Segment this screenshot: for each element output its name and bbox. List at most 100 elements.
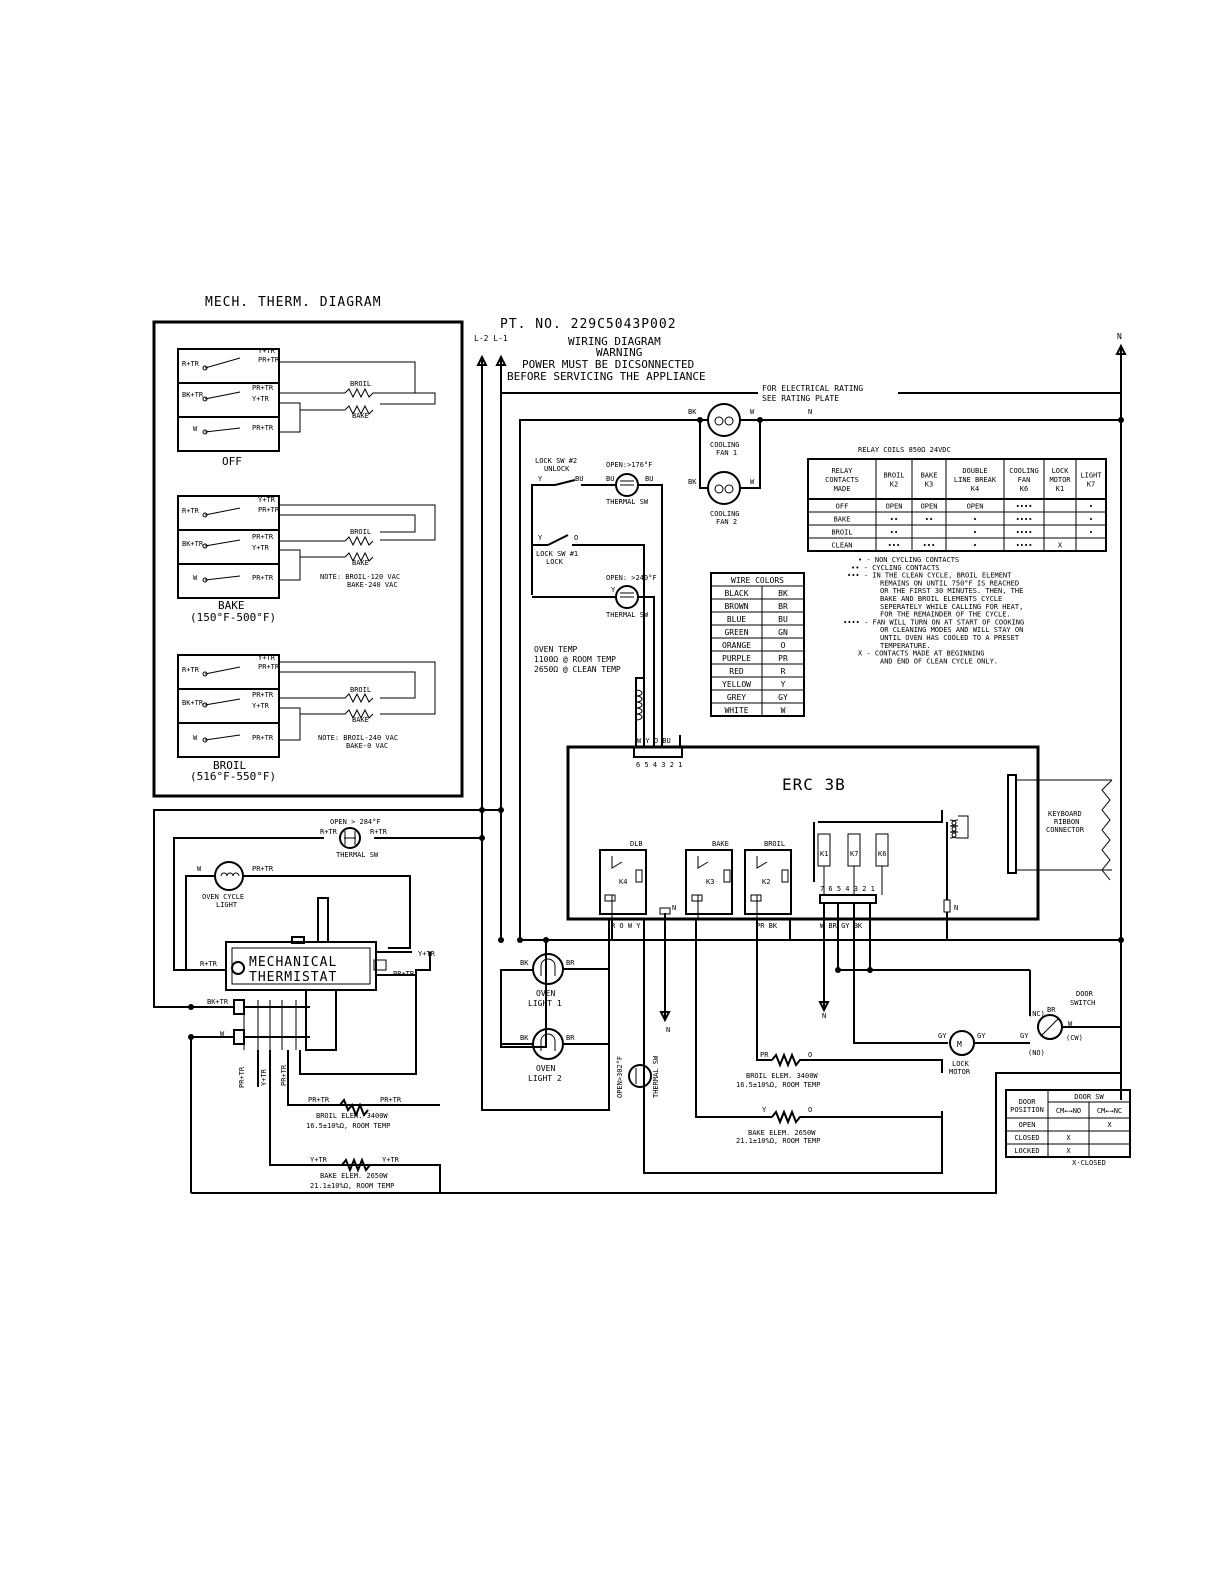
wire-br: BR [566, 1034, 575, 1042]
open-284-label: OPEN > 284°F [330, 818, 381, 826]
door-table-cell: LOCKED [1014, 1147, 1039, 1155]
wire-y: Y [538, 534, 543, 542]
lock-sw2-unlock: UNLOCK [544, 465, 570, 473]
wire-gy: GY [977, 1032, 986, 1040]
wire-color-code: R [781, 667, 786, 676]
door-table-footnote: X-CLOSED [1072, 1159, 1106, 1167]
fan1-label-a: COOLING [710, 441, 740, 449]
fan2-icon [707, 471, 741, 505]
wire-color-code: W [781, 706, 786, 715]
bake-note1: NOTE: BROIL-120 VAC [320, 573, 400, 581]
lock-motor-label-b: MOTOR [949, 1068, 971, 1076]
main-wiring [153, 343, 1127, 1194]
thermal-sw-label: THERMAL SW [606, 611, 649, 619]
broil-wire-labels: PR BK [756, 922, 778, 930]
term-w: W [193, 425, 198, 433]
line-labels: L-2 L-1 [474, 334, 508, 343]
panel-broil: R+TR BK+TR W Y+TR PR+TR PR+TR Y+TR PR+TR… [177, 654, 436, 783]
oven-light1-label-a: OVEN [536, 989, 555, 998]
oven-light2-label-a: OVEN [536, 1064, 555, 1073]
wire-bk: BK [520, 959, 529, 967]
term-rtr: R+TR [182, 360, 200, 368]
wire-color-code: O [781, 641, 786, 650]
door-table-cell: X [1107, 1121, 1112, 1129]
bake-element-rating: BAKE ELEM. 2650W [320, 1172, 388, 1180]
relay-table-header-cell: DOUBLE [962, 467, 987, 475]
term-prtr: PR+TR [252, 865, 274, 873]
fan1-label-b: FAN 1 [716, 449, 737, 457]
door-cw: (CW) [1066, 1034, 1083, 1042]
k2-label: K2 [762, 878, 770, 886]
wire-w: W [220, 1030, 225, 1038]
relay-table-cell: OPEN [886, 503, 903, 511]
wire-br: BR [1047, 1006, 1056, 1014]
term-rtr: R+TR [370, 828, 388, 836]
keyboard-label: KEYBOARD [1048, 810, 1082, 818]
wire-color-name: BLACK [724, 589, 748, 598]
warning-title: WARNING [596, 346, 642, 359]
oven-cycle-label-b: LIGHT [216, 901, 238, 909]
neutral-label: N [808, 408, 812, 416]
board-output-wiring: N N N [611, 903, 1030, 1174]
term-bktr: BK+TR [182, 391, 204, 399]
lock-switch-section: LOCK SW #2 UNLOCK OPEN:>176°F Y BU BU BU… [531, 457, 683, 769]
term-ytr: Y+TR [252, 702, 270, 710]
term-prtr: PR+TR [252, 533, 274, 541]
dlb-wire-labels: R O W Y [611, 922, 641, 930]
relay-table-header-cell: RELAY [831, 467, 853, 475]
broil-note1: NOTE: BROIL-240 VAC [318, 734, 398, 742]
term-ytr: Y+TR [258, 654, 276, 662]
wire-color-code: Y [781, 680, 786, 689]
oven-temp-room: 1100Ω @ ROOM TEMP [534, 655, 616, 664]
broil-label: BROIL [350, 686, 371, 694]
connector-label: CONNECTOR [1046, 826, 1085, 834]
neutral-label: N [666, 1026, 670, 1034]
term-prtr: PR+TR [252, 384, 274, 392]
broil-label: BROIL [350, 528, 371, 536]
fan1-icon [707, 403, 741, 437]
panel-bake: R+TR BK+TR W Y+TR PR+TR PR+TR Y+TR PR+TR… [177, 495, 436, 624]
board-pins: 7 6 5 4 3 2 1 [820, 885, 875, 893]
bake-element-rating: BAKE ELEM. 2650W [748, 1129, 816, 1137]
relay-note-line: REMAINS ON UNTIL 750°F IS REACHED [880, 579, 1019, 587]
wire-color-name: YELLOW [722, 680, 751, 689]
wire-color-code: BU [778, 615, 788, 624]
k4-label: K4 [619, 878, 627, 886]
wire-color-name: WHITE [724, 706, 748, 715]
relay-table-cell: •• [890, 529, 898, 537]
wire-o: O [808, 1106, 812, 1114]
wire-color-name: BROWN [724, 602, 748, 611]
term-prtr: PR+TR [308, 1096, 330, 1104]
relay-table-header-cell: BAKE [921, 472, 938, 480]
lock-sw2-label: LOCK SW #2 [535, 457, 577, 465]
term-prtr: PR+TR [380, 1096, 402, 1104]
mechanical-thermostat: OPEN > 284°F R+TR R+TR THERMAL SW W PR+T… [185, 818, 441, 1193]
k7-label: K7 [850, 850, 858, 858]
wire-colors-title: WIRE COLORS [731, 576, 784, 585]
bake-relay-label: BAKE [712, 840, 729, 848]
relay-table-header-cell: FAN [1018, 476, 1031, 484]
neutral-label: N [672, 904, 676, 912]
relay-table-cell: • [973, 516, 977, 524]
relay-note-line: X - CONTACTS MADE AT BEGINNING [858, 650, 984, 658]
relay-table-header-cell: LIGHT [1080, 472, 1102, 480]
relay-table-header-cell: COOLING [1009, 467, 1039, 475]
relay-note-line: UNTIL OVEN HAS COOLED TO A PRESET [880, 634, 1020, 642]
wire-y: Y [611, 586, 616, 594]
term-ytr: Y+TR [258, 347, 276, 355]
relay-table-cell: •••• [1016, 542, 1033, 550]
wire-y: Y [538, 475, 543, 483]
relay-table-cell: • [1089, 529, 1093, 537]
lock-motor-icon [949, 1030, 975, 1056]
relay-table-header-cell: K6 [1020, 485, 1028, 493]
fan-wire-bk: BK [688, 408, 697, 416]
k3-label: K3 [706, 878, 714, 886]
relay-note-line: TEMPERATURE. [880, 642, 931, 650]
relay-table-header-cell: K1 [1056, 485, 1064, 493]
wire-colors-frame [710, 572, 805, 717]
wiring-title: WIRING DIAGRAM [568, 335, 661, 348]
term-ytr: Y+TR [258, 496, 276, 504]
term-prtr: PR+TR [252, 424, 274, 432]
erc-label: ERC 3B [782, 775, 846, 794]
